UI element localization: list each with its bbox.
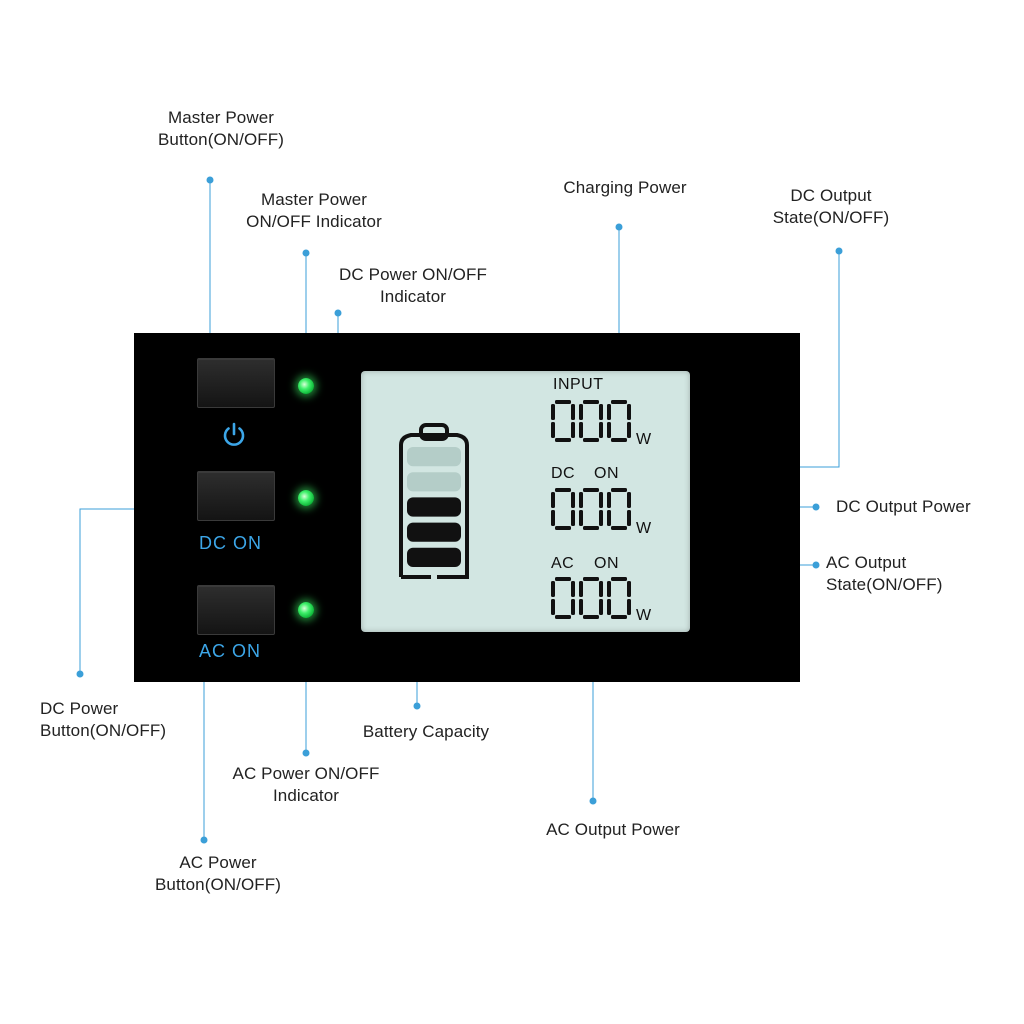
digit-segment (611, 615, 627, 619)
digit-segment (579, 422, 583, 438)
digit-segment (555, 488, 571, 492)
dc-power-indicator-led (298, 490, 314, 506)
digit-segment (599, 581, 603, 597)
master-power-button[interactable] (197, 358, 275, 408)
dc-state: ON (594, 465, 619, 482)
digit-segment (583, 526, 599, 530)
digit-segment (571, 404, 575, 420)
digit-segment (611, 438, 627, 442)
ac-label: AC (551, 555, 575, 572)
dc-label: DC (551, 465, 576, 482)
digit-segment (571, 510, 575, 526)
digit-segment (627, 581, 631, 597)
digit-segment (607, 492, 611, 508)
digit-segment (627, 422, 631, 438)
digit-segment (607, 581, 611, 597)
ac-state: ON (594, 555, 619, 572)
input-power-digits (551, 400, 631, 442)
digit-segment (627, 492, 631, 508)
master-power-indicator-led (298, 378, 314, 394)
ac-output-state-label: AC Output State(ON/OFF) (826, 553, 943, 594)
battery-segment (407, 447, 461, 467)
digit-segment (579, 492, 583, 508)
ac-power-digits (551, 577, 631, 619)
digit-segment (583, 488, 599, 492)
dc-output-state-label: DC Output State(ON/OFF) (772, 186, 890, 227)
battery-segment (407, 547, 461, 567)
digit-segment (555, 526, 571, 530)
digit-segment (599, 599, 603, 615)
digit-segment (583, 615, 599, 619)
dc-power-button-label: DC Power Button(ON/OFF) (40, 699, 167, 740)
digit-segment (551, 404, 555, 420)
digit-segment (611, 526, 627, 530)
digit-segment (583, 577, 599, 581)
digit-segment (627, 599, 631, 615)
digit-segment (607, 404, 611, 420)
ac-power-button-label: AC Power Button(ON/OFF) (154, 853, 282, 894)
digit-segment (599, 422, 603, 438)
digit-segment (571, 581, 575, 597)
digit-segment (607, 599, 611, 615)
battery-capacity-label: Battery Capacity (362, 722, 490, 741)
digit-segment (599, 492, 603, 508)
dc-unit: W (636, 520, 652, 537)
digit-segment (551, 422, 555, 438)
battery-icon (399, 423, 469, 579)
battery-segment (407, 497, 461, 517)
ac-power-indicator-label: AC Power ON/OFF Indicator (232, 764, 380, 805)
digit-segment (555, 400, 571, 404)
digit-segment (583, 438, 599, 442)
power-icon (223, 422, 245, 446)
digit-segment (551, 492, 555, 508)
digit-segment (583, 400, 599, 404)
dc-power-button[interactable] (197, 471, 275, 521)
digit-segment (611, 577, 627, 581)
ac-button-label: AC ON (199, 641, 262, 661)
digit-segment (599, 510, 603, 526)
battery-segment (407, 522, 461, 542)
digit-segment (611, 488, 627, 492)
digit-segment (555, 438, 571, 442)
digit-segment (579, 599, 583, 615)
digit-segment (627, 510, 631, 526)
battery-segment (407, 472, 461, 492)
charging-power-label: Charging Power (563, 178, 687, 197)
digit-segment (571, 599, 575, 615)
digit-segment (555, 577, 571, 581)
digit-segment (607, 422, 611, 438)
dc-output-power-label: DC Output Power (836, 497, 971, 516)
digit-segment (555, 615, 571, 619)
digit-segment (579, 581, 583, 597)
digit-segment (579, 404, 583, 420)
digit-segment (611, 400, 627, 404)
input-label: INPUT (553, 376, 604, 393)
dc-power-digits (551, 488, 631, 530)
digit-segment (551, 581, 555, 597)
ac-output-power-label: AC Output Power (546, 820, 680, 839)
digit-segment (551, 599, 555, 615)
digit-segment (599, 404, 603, 420)
master-power-indicator-label: Master Power ON/OFF Indicator (246, 190, 382, 231)
ac-power-indicator-led (298, 602, 314, 618)
ac-unit: W (636, 607, 652, 624)
digit-segment (607, 510, 611, 526)
digit-segment (627, 404, 631, 420)
ac-power-button[interactable] (197, 585, 275, 635)
dc-button-label: DC ON (199, 533, 262, 553)
digit-segment (571, 422, 575, 438)
digit-segment (571, 492, 575, 508)
dc-power-indicator-label: DC Power ON/OFF Indicator (339, 265, 487, 306)
master-power-button-label: Master Power Button(ON/OFF) (157, 108, 285, 149)
digit-segment (579, 510, 583, 526)
digit-segment (551, 510, 555, 526)
input-unit: W (636, 431, 652, 448)
